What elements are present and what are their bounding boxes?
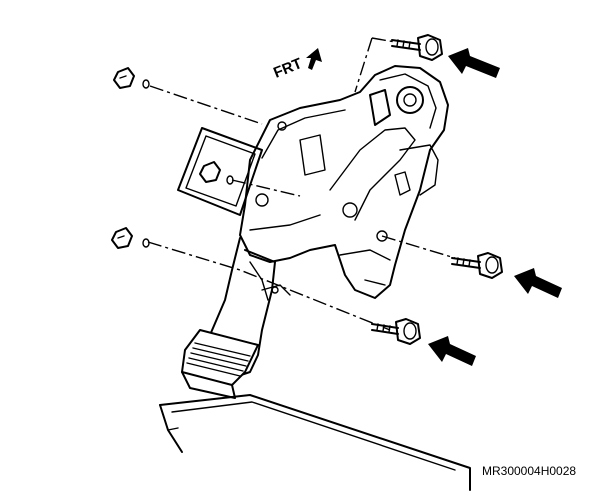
alignment-lines	[147, 37, 456, 331]
arrow-lower-bolt	[428, 336, 476, 366]
lower-bolt	[371, 318, 421, 345]
pedal-bracket	[239, 65, 449, 299]
floor-panel	[159, 394, 471, 491]
pedal-pad	[181, 329, 259, 399]
right-bolt	[451, 252, 503, 279]
figure-code: MR300004H0028	[482, 464, 576, 478]
upper-left-nut	[113, 67, 150, 89]
front-direction-marker: FRT	[271, 48, 322, 82]
arrow-right-bolt	[514, 268, 562, 298]
mounting-plate-outline	[177, 127, 263, 216]
middle-nut	[199, 161, 234, 185]
arrow-top-bolt	[448, 48, 500, 78]
top-bolt	[391, 34, 443, 61]
lower-left-nut	[111, 227, 150, 249]
front-arrow-icon	[306, 48, 322, 70]
frt-label: FRT	[271, 55, 304, 82]
